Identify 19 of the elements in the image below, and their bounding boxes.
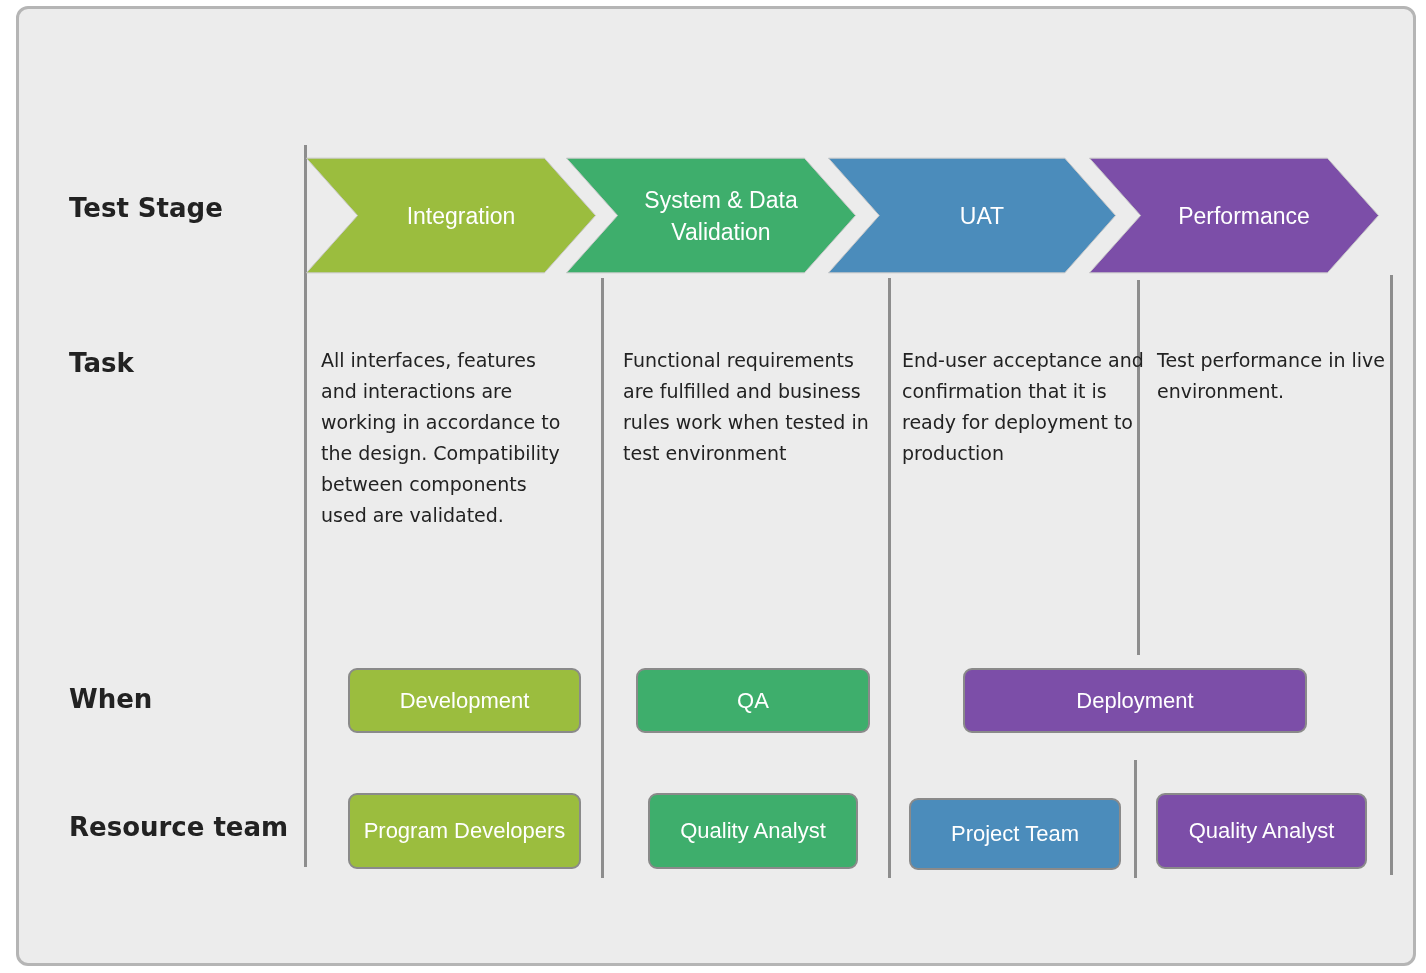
chevron-stage: Performance xyxy=(1088,157,1380,274)
team-box: Program Developers xyxy=(348,793,581,869)
task-description: End-user acceptance and confirmation that it is ready for deployment to production xyxy=(902,348,1145,466)
task-description: Test performance in live environment. xyxy=(1157,348,1387,404)
team-box: Project Team xyxy=(909,798,1121,870)
chevron-stage: UAT xyxy=(827,157,1117,274)
phase-box: Deployment xyxy=(963,668,1307,733)
row-header: Resource team xyxy=(69,812,289,842)
task-description: Functional requirements are fulfilled and business rules work when tested in test environment xyxy=(623,348,870,466)
chevron-stage: Integration xyxy=(305,157,597,274)
team-box: Quality Analyst xyxy=(1156,793,1367,869)
row-header: Task xyxy=(69,348,134,378)
row-header: When xyxy=(69,684,153,714)
chevron-stage: System & Data Validation xyxy=(565,157,857,274)
row-header: Test Stage xyxy=(69,193,223,223)
phase-box: QA xyxy=(636,668,870,733)
team-box: Quality Analyst xyxy=(648,793,858,869)
task-description: All interfaces, features and interactions are working in accordance to the design. Compatibility between components used are validated. xyxy=(321,348,562,528)
phase-box: Development xyxy=(348,668,581,733)
